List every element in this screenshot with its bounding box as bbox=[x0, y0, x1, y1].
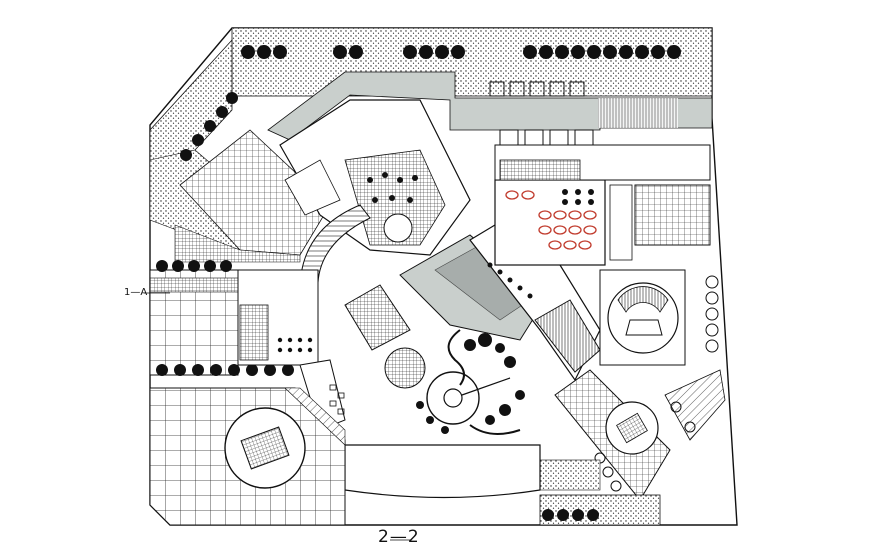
restaurant-black-tables bbox=[562, 189, 594, 205]
southwest-tennis-court bbox=[240, 426, 290, 470]
restaurant-red-seating bbox=[505, 190, 597, 250]
top-planter-boxes bbox=[489, 81, 594, 149]
south-landscape-band bbox=[539, 494, 661, 526]
entry-plaza-grid bbox=[179, 129, 331, 256]
north-wing-room bbox=[284, 159, 341, 216]
left-tree-row bbox=[180, 92, 238, 161]
southeast-hatch-band bbox=[664, 369, 726, 441]
courtyard-grid bbox=[344, 149, 446, 246]
west-walk-benches bbox=[329, 384, 345, 415]
amphitheater-stage bbox=[625, 319, 663, 336]
courtyard-tables bbox=[367, 172, 418, 203]
section-label-left: 1—A bbox=[124, 287, 148, 298]
east-classrooms bbox=[634, 184, 711, 246]
east-storage bbox=[609, 184, 633, 261]
west-admin-grid bbox=[239, 304, 269, 361]
top-tree-row bbox=[241, 45, 681, 59]
south-landscape-strip bbox=[539, 459, 601, 491]
garden-stream bbox=[447, 329, 521, 435]
parking-stripes bbox=[598, 98, 678, 128]
central-fountain-inner bbox=[443, 388, 463, 408]
northeast-grid-hall bbox=[499, 159, 581, 181]
south-entrance-plaza bbox=[344, 444, 541, 499]
southeast-court bbox=[616, 412, 648, 444]
west-hatched-terrace bbox=[174, 224, 301, 263]
grid-platform bbox=[344, 284, 411, 351]
fountain-walkway bbox=[461, 377, 511, 396]
west-admin-tables bbox=[277, 337, 313, 353]
restaurant-block bbox=[494, 179, 606, 266]
west-parking-hatch bbox=[149, 277, 239, 293]
top-landscape-band bbox=[231, 27, 713, 97]
amphitheater-seating bbox=[617, 286, 669, 313]
section-label-bottom: 2—2 bbox=[378, 527, 420, 547]
west-tree-row bbox=[156, 260, 294, 376]
courtyard-fountain bbox=[383, 213, 413, 243]
west-garden-circle bbox=[384, 347, 426, 389]
east-tree-column bbox=[705, 275, 719, 353]
east-hall-seating bbox=[487, 262, 533, 299]
southwest-diagonal-band bbox=[284, 387, 346, 446]
garden-shrubs bbox=[416, 333, 525, 434]
